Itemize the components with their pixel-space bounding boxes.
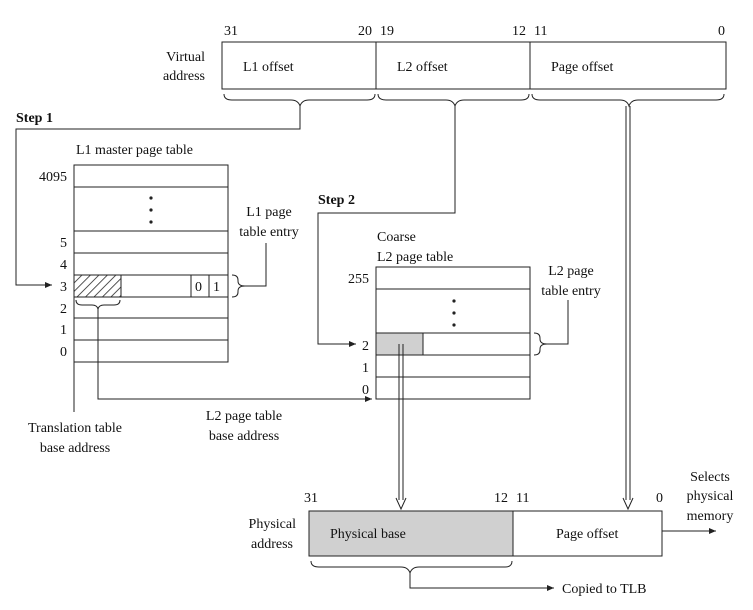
step2-label: Step 2 <box>318 193 355 208</box>
va-bit-12: 12 <box>512 24 526 39</box>
l1-idx-1: 1 <box>60 323 67 338</box>
virtual-address-label-1: Virtual <box>166 50 205 65</box>
va-bit-11: 11 <box>534 24 547 39</box>
l1-entry-leader <box>245 243 267 287</box>
va-field-l2: L2 offset <box>397 60 448 75</box>
step1-label: Step 1 <box>16 111 53 126</box>
step2-arrow <box>317 106 456 347</box>
l2-entry-label-2: table entry <box>541 284 600 299</box>
va-bit-19: 19 <box>380 24 394 39</box>
l1-entry-label-1: L1 page <box>246 205 291 220</box>
l2-entry-leader <box>547 300 569 345</box>
physical-base-double-arrow <box>395 344 407 511</box>
l1-master-page-table <box>73 164 229 363</box>
va-field-page: Page offset <box>551 60 613 75</box>
virtual-address-register <box>221 41 727 90</box>
l2-base-label-2: base address <box>209 429 279 444</box>
l1-idx-0: 0 <box>60 345 67 360</box>
pa-field-page: Page offset <box>556 527 618 542</box>
l1-entry-bit-1: 1 <box>213 280 220 295</box>
va-bit-0: 0 <box>718 24 725 39</box>
virtual-address-label-2: address <box>163 69 205 84</box>
pa-field-base: Physical base <box>330 527 406 542</box>
ttb-label-1: Translation table <box>28 421 122 436</box>
selects-label-2: physical <box>687 489 734 504</box>
l1-entry-base-field <box>73 274 122 298</box>
step1-arrow <box>15 106 301 288</box>
l1-idx-2: 2 <box>60 302 67 317</box>
pa-bit-12: 12 <box>494 491 508 506</box>
va-bit-20: 20 <box>358 24 372 39</box>
l2-idx-255: 255 <box>348 272 369 287</box>
ttb-label-2: base address <box>40 441 110 456</box>
l1-idx-5: 5 <box>60 236 67 251</box>
l2-table-title-2: L2 page table <box>377 250 453 265</box>
va-brace-page <box>531 93 725 108</box>
l2-idx-2: 2 <box>362 339 369 354</box>
pa-bit-31: 31 <box>304 491 318 506</box>
l2-idx-0: 0 <box>362 383 369 398</box>
l1-entry-label-2: table entry <box>239 225 298 240</box>
l2-base-arrow <box>97 309 372 402</box>
pa-page-offset-field <box>512 510 663 557</box>
pa-physical-base-field <box>308 510 514 557</box>
l2-entry-label-1: L2 page <box>548 264 593 279</box>
pa-bit-11: 11 <box>516 491 529 506</box>
selects-label-1: Selects <box>690 470 730 485</box>
pa-bit-0: 0 <box>656 491 663 506</box>
l2-table-title-1: Coarse <box>377 230 416 245</box>
l2-base-label-1: L2 page table <box>206 409 282 424</box>
copied-to-tlb-label: Copied to TLB <box>562 582 647 597</box>
va-bit-31: 31 <box>224 24 238 39</box>
l1-idx-3: 3 <box>60 280 67 295</box>
va-brace-l2 <box>377 93 530 108</box>
va-field-l1: L1 offset <box>243 60 294 75</box>
l1-table-title: L1 master page table <box>76 143 193 158</box>
l2-idx-1: 1 <box>362 361 369 376</box>
l1-entry-bit-0: 0 <box>195 280 202 295</box>
page-offset-double-arrow <box>622 106 634 511</box>
pa-base-brace <box>310 560 513 575</box>
selects-label-3: memory <box>687 509 734 524</box>
va-brace-l1 <box>223 93 376 108</box>
l1-idx-4: 4 <box>60 258 67 273</box>
copied-to-tlb-arrow <box>409 573 554 591</box>
l1-entry-brace <box>231 274 246 298</box>
l2-entry-brace <box>533 332 548 356</box>
physical-address-label-1: Physical <box>249 517 297 532</box>
l1-idx-4095: 4095 <box>39 170 67 185</box>
physical-address-label-2: address <box>251 537 293 552</box>
